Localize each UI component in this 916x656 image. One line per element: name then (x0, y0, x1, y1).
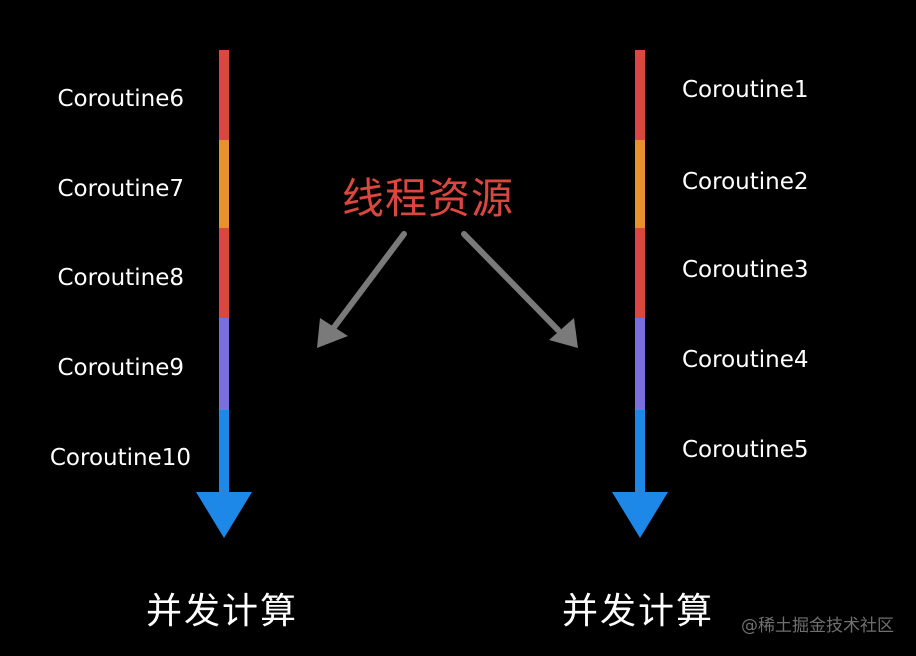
left-concurrent-title: 并发计算 (146, 591, 299, 632)
left-coroutine-label: Coroutine8 (57, 265, 185, 291)
timeline-arrowhead (196, 492, 252, 538)
timeline-segment (219, 410, 229, 496)
timeline-segment (219, 228, 229, 318)
right-coroutine-label: Coroutine2 (682, 169, 809, 195)
timeline-segment (219, 50, 229, 140)
pointer-arrow-right (461, 231, 578, 348)
left-coroutine-label: Coroutine6 (57, 86, 185, 112)
right-coroutine-label: Coroutine1 (682, 77, 809, 103)
left-timeline (196, 50, 252, 538)
timeline-arrowhead (612, 492, 668, 538)
timeline-segment (635, 50, 645, 140)
pointer-arrow-left-head (317, 318, 348, 348)
right-coroutine-label: Coroutine5 (682, 437, 809, 463)
left-coroutine-label: Coroutine10 (49, 445, 191, 471)
left-coroutine-label: Coroutine9 (57, 355, 185, 381)
right-coroutine-label: Coroutine3 (682, 257, 809, 283)
watermark: @稀土掘金技术社区 (741, 616, 894, 636)
left-coroutine-label: Coroutine7 (57, 176, 185, 202)
pointer-arrow-right-head (549, 318, 578, 348)
thread-resource-title: 线程资源 (342, 174, 515, 223)
right-coroutine-label: Coroutine4 (682, 347, 809, 373)
timeline-segment (219, 318, 229, 410)
timeline-segment (635, 228, 645, 318)
pointer-arrow-left (317, 231, 407, 348)
timeline-segment (635, 140, 645, 228)
timeline-segment (635, 410, 645, 496)
timeline-segment (635, 318, 645, 410)
right-concurrent-title: 并发计算 (562, 591, 715, 632)
timeline-segment (219, 140, 229, 228)
right-timeline (612, 50, 668, 538)
